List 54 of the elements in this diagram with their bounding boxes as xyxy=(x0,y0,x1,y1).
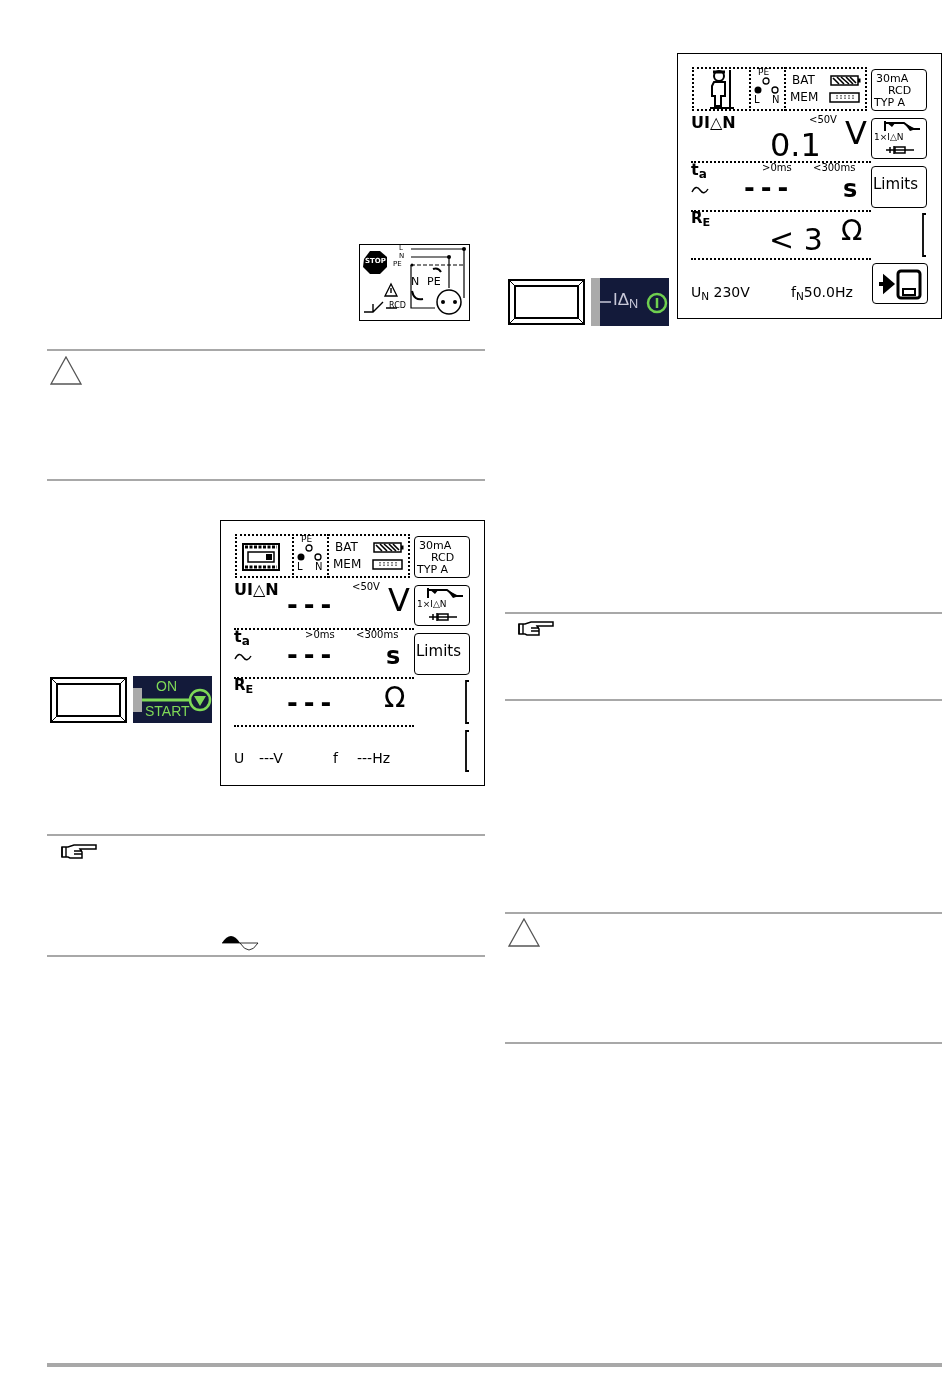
display-text: <300ms xyxy=(813,163,856,173)
display-text: N xyxy=(772,95,780,105)
button-label: ON xyxy=(156,679,177,693)
display-text: Ω xyxy=(841,217,863,245)
display-text: 1×I△N xyxy=(874,133,904,142)
display-value: 0.1 xyxy=(770,129,821,161)
wire-label: PE xyxy=(427,276,441,287)
display-text: R$_{E}$ xyxy=(691,211,711,226)
button-label: START xyxy=(145,704,190,718)
display-text: BAT xyxy=(335,541,358,553)
display-text: s xyxy=(843,177,858,201)
display-text: ---Hz xyxy=(357,751,391,765)
display-text: >0ms xyxy=(762,163,792,173)
display-text: >0ms xyxy=(305,630,335,640)
display-text: <300ms xyxy=(356,630,399,640)
display-text: --- xyxy=(287,690,338,716)
button-label: IΔ$_{N}$ xyxy=(613,291,639,308)
display-text: <50V xyxy=(809,115,837,125)
display-text: --- xyxy=(287,642,338,668)
display-text: N xyxy=(315,562,323,572)
display-text: Limits xyxy=(873,177,918,192)
display-text: U xyxy=(234,751,245,765)
wire-label: RCD xyxy=(389,302,406,310)
display-text: TYP A xyxy=(874,97,906,108)
display-text: t$_{a}$ xyxy=(691,162,707,178)
display-text: 30mA xyxy=(876,73,909,84)
wire-label: N xyxy=(411,276,420,287)
display-text: UI△N xyxy=(234,582,279,598)
display-text: RCD xyxy=(431,552,455,563)
display-text: L xyxy=(297,562,303,572)
display-text: s xyxy=(386,644,401,668)
display-text: UI△N xyxy=(691,115,736,131)
display-text: TYP A xyxy=(417,564,449,575)
display-text: --- xyxy=(744,175,795,201)
display-text: BAT xyxy=(792,74,815,86)
display-text: Ω xyxy=(384,684,406,712)
display-text: RCD xyxy=(888,85,912,96)
display-text: MEM xyxy=(333,558,362,570)
display-value: f$_{N}$50.0Hz xyxy=(791,285,853,299)
display-text: V xyxy=(845,117,867,149)
display-text: R$_{E}$ xyxy=(234,678,254,693)
display-text: 1×I△N xyxy=(417,600,447,609)
display-value: U$_{N}$ 230V xyxy=(691,285,750,299)
display-text: f xyxy=(333,751,338,765)
display-value: < 3 xyxy=(769,225,823,255)
display-text: 30mA xyxy=(419,540,452,551)
display-text: --- xyxy=(287,592,338,618)
display-text: V xyxy=(388,584,410,616)
display-text: <50V xyxy=(352,582,380,592)
display-text: MEM xyxy=(790,91,819,103)
display-text: ---V xyxy=(259,751,283,765)
display-text: t$_{a}$ xyxy=(234,629,250,645)
display-text: L xyxy=(754,95,760,105)
display-text: Limits xyxy=(416,644,461,659)
